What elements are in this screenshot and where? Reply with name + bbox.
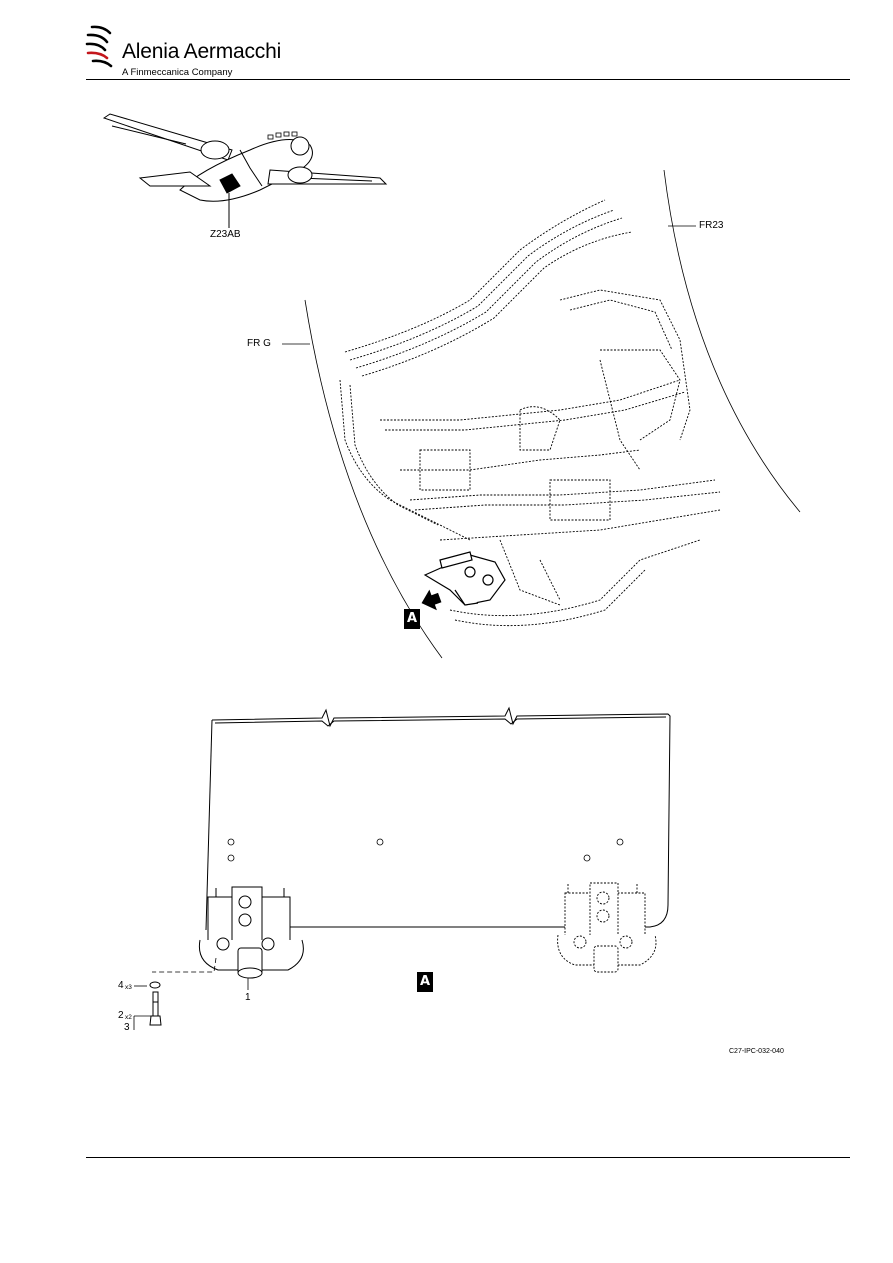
callout-item-4-qty: x3: [125, 984, 132, 991]
header-rule: [86, 79, 850, 80]
company-subtitle: A Finmeccanica Company: [122, 67, 233, 78]
view-arrow-icon: [421, 589, 442, 611]
callout-item-3: 3: [124, 1022, 130, 1033]
aircraft-locator-icon: [102, 113, 388, 228]
callout-item-4: 4: [118, 980, 124, 991]
detail-reference-label: A: [404, 609, 420, 629]
figure-code: C27-IPC-032-040: [729, 1048, 784, 1055]
callout-item-2: 2: [118, 1010, 124, 1021]
detail-title-label: A: [417, 972, 433, 992]
footer-rule: [86, 1157, 850, 1158]
frame-label-right: FR23: [699, 220, 724, 231]
zone-label: Z23AB: [210, 229, 241, 240]
frame-label-left: FR G: [247, 338, 271, 349]
company-name: Alenia Aermacchi: [122, 40, 282, 63]
callout-item-2-qty: x2: [125, 1014, 132, 1021]
callout-item-1: 1: [245, 992, 251, 1003]
logo-swoosh-icon: [85, 25, 113, 68]
